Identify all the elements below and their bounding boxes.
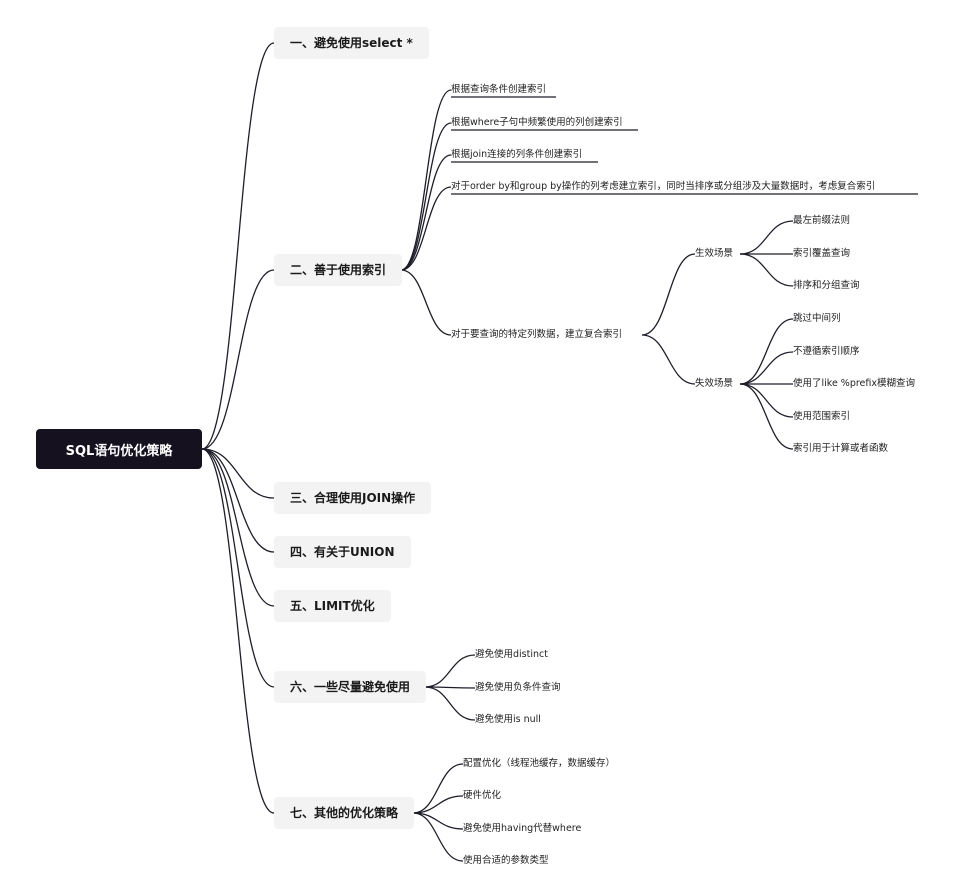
- leaf-config-optimization[interactable]: 配置优化（线程池缓存，数据缓存）: [463, 758, 616, 769]
- connector-invalid-leaf-2: [739, 351, 794, 385]
- connector-invalid-leaf-5: [739, 383, 794, 450]
- leaf-sort-group-query[interactable]: 排序和分组查询: [793, 280, 860, 291]
- leaf-hardware-optimization[interactable]: 硬件优化: [463, 790, 502, 801]
- leaf-avoid-is-null[interactable]: 避免使用is null: [475, 714, 541, 725]
- branch-avoid-usage[interactable]: 六、一些尽量避免使用: [274, 671, 427, 703]
- branch-union[interactable]: 四、有关于UNION: [274, 536, 411, 568]
- leaf-like-prefix[interactable]: 使用了like %prefix模糊查询: [793, 378, 916, 389]
- connector-composite-invalid: [641, 334, 696, 385]
- connector-root-branch-3: [201, 448, 275, 499]
- connector-root-branch-7: [201, 448, 275, 814]
- connector-index-leaf-3: [400, 154, 452, 271]
- node-invalid-scenarios[interactable]: 失效场景: [695, 378, 734, 389]
- connector-index-leaf-5: [400, 269, 452, 336]
- branch-avoid-select-star[interactable]: 一、避免使用select *: [274, 27, 429, 59]
- connector-other-leaf-2: [412, 795, 464, 814]
- branch-use-index[interactable]: 二、善于使用索引: [274, 254, 403, 286]
- branch-other-strategies[interactable]: 七、其他的优化策略: [274, 797, 415, 829]
- leaf-having-vs-where[interactable]: 避免使用having代替where: [463, 823, 582, 834]
- branch-limit[interactable]: 五、LIMIT优化: [274, 590, 391, 622]
- root-node[interactable]: SQL语句优化策略: [36, 429, 202, 469]
- connector-index-leaf-1: [400, 89, 452, 271]
- node-effective-scenarios[interactable]: 生效场景: [695, 248, 734, 259]
- connector-avoid-leaf-3: [424, 686, 476, 721]
- leaf-composite-index[interactable]: 对于要查询的特定列数据，建立复合索引: [451, 329, 623, 340]
- leaf-avoid-negative-condition[interactable]: 避免使用负条件查询: [475, 682, 561, 693]
- connector-root-branch-1: [201, 42, 275, 450]
- connector-root-branch-5: [201, 448, 275, 607]
- connector-avoid-leaf-1: [424, 654, 476, 688]
- leaf-index-calc-function[interactable]: 索引用于计算或者函数: [793, 443, 889, 454]
- leaf-covering-index[interactable]: 索引覆盖查询: [793, 248, 851, 259]
- leaf-index-query-condition[interactable]: 根据查询条件创建索引: [451, 84, 547, 95]
- connector-composite-effective: [641, 253, 696, 336]
- connector-index-leaf-4: [400, 186, 452, 271]
- branch-join[interactable]: 三、合理使用JOIN操作: [274, 482, 432, 514]
- connector-root-branch-6: [201, 448, 275, 688]
- connector-invalid-leaf-1: [739, 318, 794, 385]
- connector-effective-leaf-1: [739, 220, 794, 255]
- connector-root-branch-2: [201, 269, 275, 450]
- leaf-leftmost-prefix[interactable]: 最左前缀法则: [793, 215, 851, 226]
- leaf-index-where-columns[interactable]: 根据where子句中频繁使用的列创建索引: [451, 117, 623, 128]
- leaf-param-type[interactable]: 使用合适的参数类型: [463, 855, 549, 866]
- leaf-index-order-violation[interactable]: 不遵循索引顺序: [793, 346, 860, 357]
- leaf-index-join-columns[interactable]: 根据join连接的列条件创建索引: [451, 149, 583, 160]
- leaf-skip-middle-column[interactable]: 跳过中间列: [793, 313, 841, 324]
- connector-invalid-leaf-4: [739, 383, 794, 418]
- leaf-index-order-group[interactable]: 对于order by和group by操作的列考虑建立索引，同时当排序或分组涉及…: [451, 181, 876, 192]
- leaf-range-index[interactable]: 使用范围索引: [793, 411, 851, 422]
- connector-other-leaf-4: [412, 812, 464, 862]
- connector-effective-leaf-3: [739, 253, 794, 287]
- connector-other-leaf-1: [412, 763, 464, 814]
- connector-root-branch-4: [201, 448, 275, 553]
- leaf-avoid-distinct[interactable]: 避免使用distinct: [475, 649, 548, 660]
- connector-index-leaf-2: [400, 122, 452, 271]
